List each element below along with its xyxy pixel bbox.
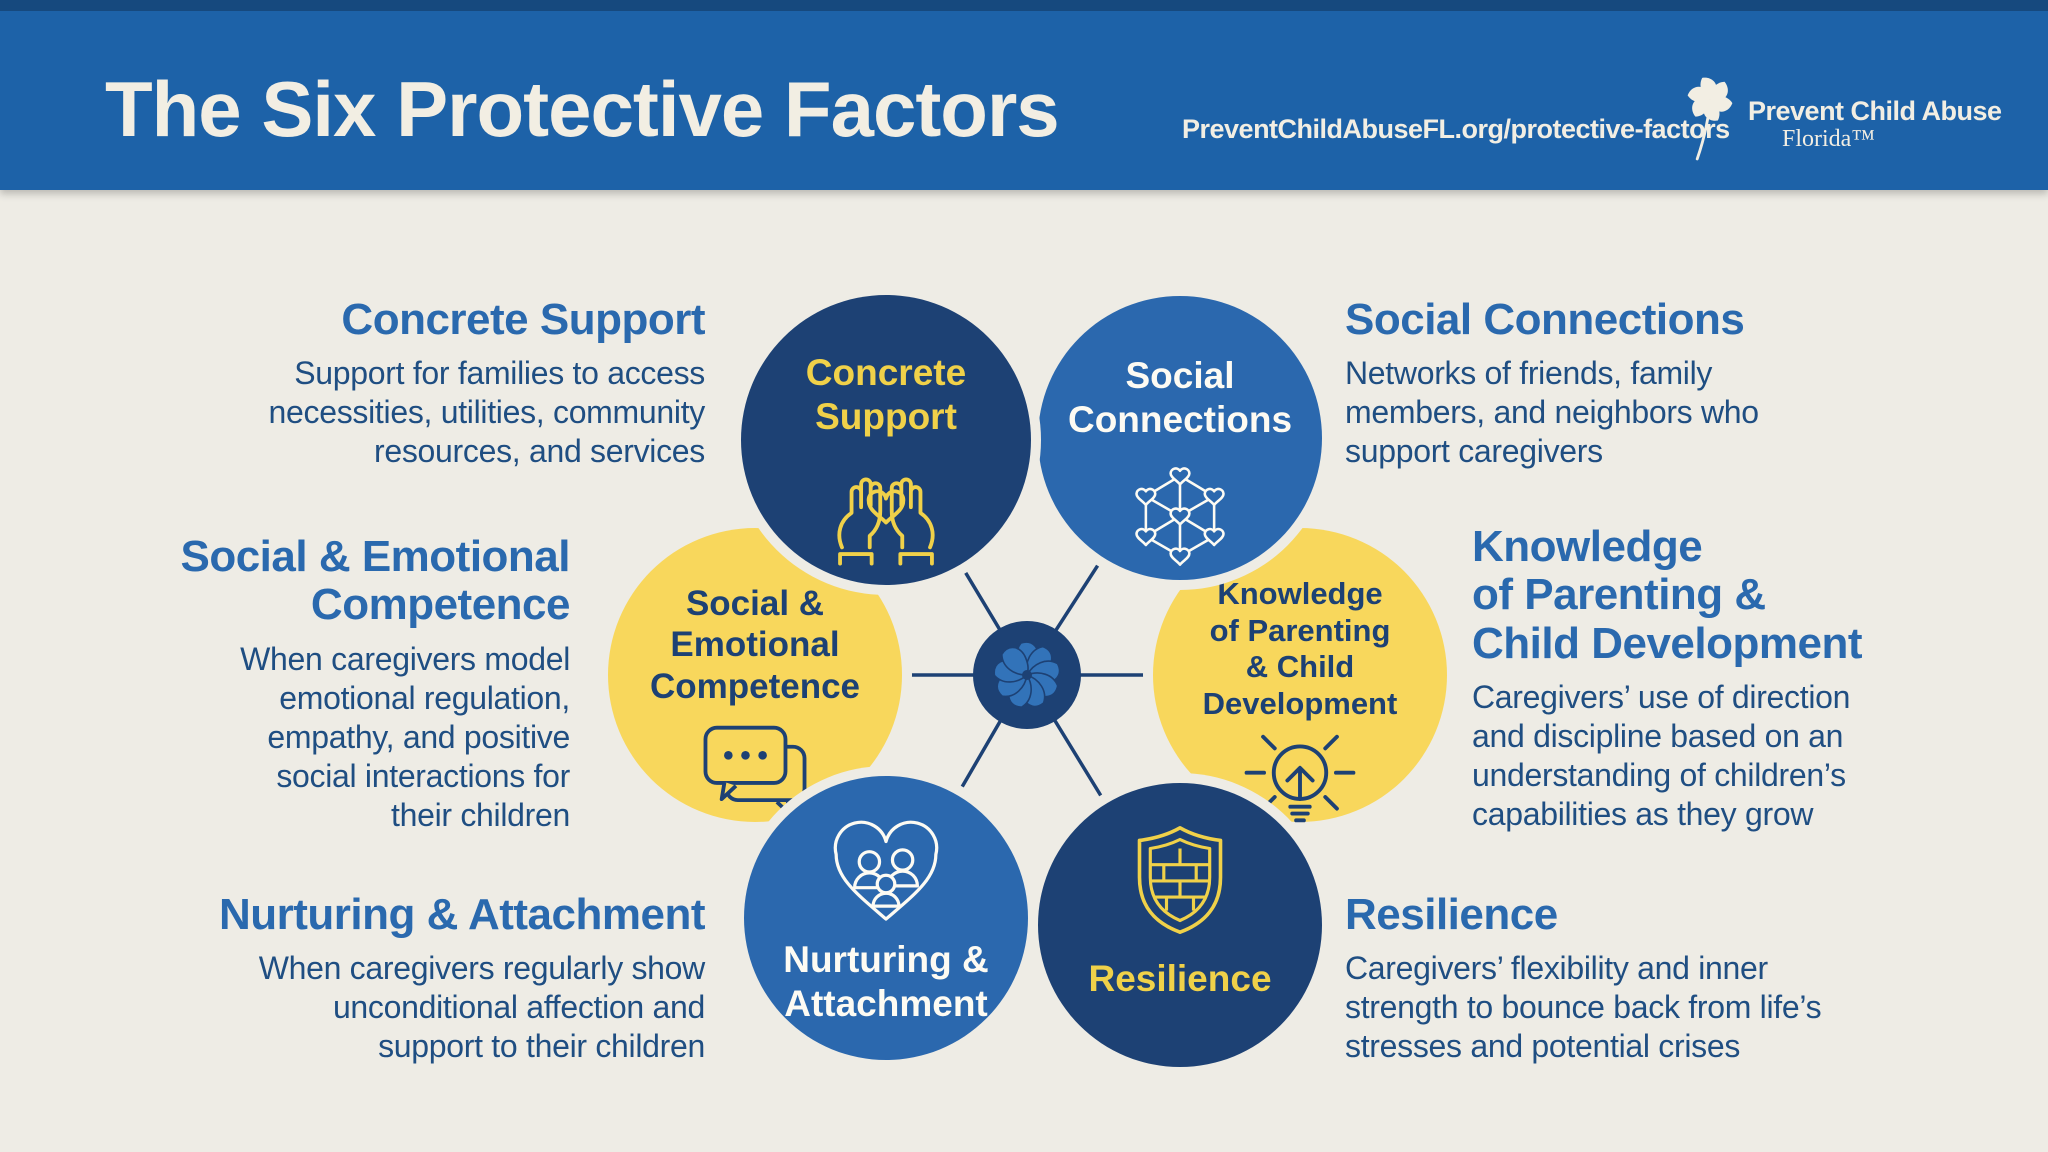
factor-description: Support for families to access necessiti… [268,355,706,470]
circle-label: Social & Emotional Competence [649,584,861,706]
shield-bricks-icon [1137,826,1223,934]
factor-heading: Social & Emotional Competence [180,532,570,630]
org-region: Florida™ [1782,126,1875,152]
factor-description: Caregivers’ flexibility and inner streng… [1345,950,1822,1065]
factor-circle-social-connections: Social Connections [1038,296,1322,580]
factor-description: Caregivers’ use of direction and discipl… [1472,679,1851,833]
pinwheel-icon [1687,77,1733,161]
factor-circle-resilience: Resilience [1038,783,1322,1067]
network-of-hearts-icon [1135,467,1225,566]
lightbulb-icon [1244,734,1356,823]
factor-description: Networks of friends, family members, and… [1345,355,1759,470]
factor-heading: Social Connections [1345,295,1745,344]
factor-heading: Concrete Support [341,295,705,344]
factor-description: When caregivers model emotional regulati… [240,640,570,833]
header-bar: The Six Protective Factors PreventChildA… [0,0,2048,190]
factor-heading: Knowledge of Parenting & Child Developme… [1472,522,1863,668]
website-url: PreventChildAbuseFL.org/protective-facto… [1182,114,1730,144]
factor-circle-concrete-support: Concrete Support [741,295,1031,585]
circle-label: Nurturing & Attachment [783,939,989,1024]
family-in-heart-icon [833,820,939,921]
org-logo: Prevent Child Abuse Florida™ [1678,58,2002,176]
org-logo-text: Prevent Child Abuse Florida™ [1748,98,2002,176]
circle-label: Knowledge of Parenting & Child Developme… [1202,576,1398,721]
infographic-title: The Six Protective Factors [105,65,1060,153]
circle-label: Concrete Support [805,352,967,437]
factor-text-knowledge-of-parenting: Knowledge of Parenting & Child Developme… [1472,522,1863,834]
factor-heading: Resilience [1345,890,1558,939]
pinwheel-flower-icon [973,621,1081,729]
factor-text-nurturing-attachment: Nurturing & Attachment When caregivers r… [218,890,706,1066]
factor-circle-nurturing-attachment: Nurturing & Attachment [744,776,1028,1060]
factor-text-resilience: Resilience Caregivers’ flexibility and i… [1345,890,1822,1066]
factor-text-concrete-support: Concrete Support Support for families to… [268,295,706,471]
factor-text-social-connections: Social Connections Networks of friends, … [1345,295,1759,471]
chat-bubbles-icon [703,725,807,818]
factor-description: When caregivers regularly show unconditi… [258,950,706,1065]
factor-text-social-emotional-competence: Social & Emotional Competence When careg… [180,532,570,835]
factor-heading: Nurturing & Attachment [218,890,706,939]
circle-label: Social Connections [1067,355,1293,440]
header-top-strip [0,0,2048,11]
org-name: Prevent Child Abuse [1748,96,2002,126]
factor-circle-social-emotional-competence: Social & Emotional Competence [608,528,902,822]
center-hub [973,621,1081,729]
hands-holding-heart-icon [837,477,935,566]
circle-label: Resilience [1088,958,1272,999]
